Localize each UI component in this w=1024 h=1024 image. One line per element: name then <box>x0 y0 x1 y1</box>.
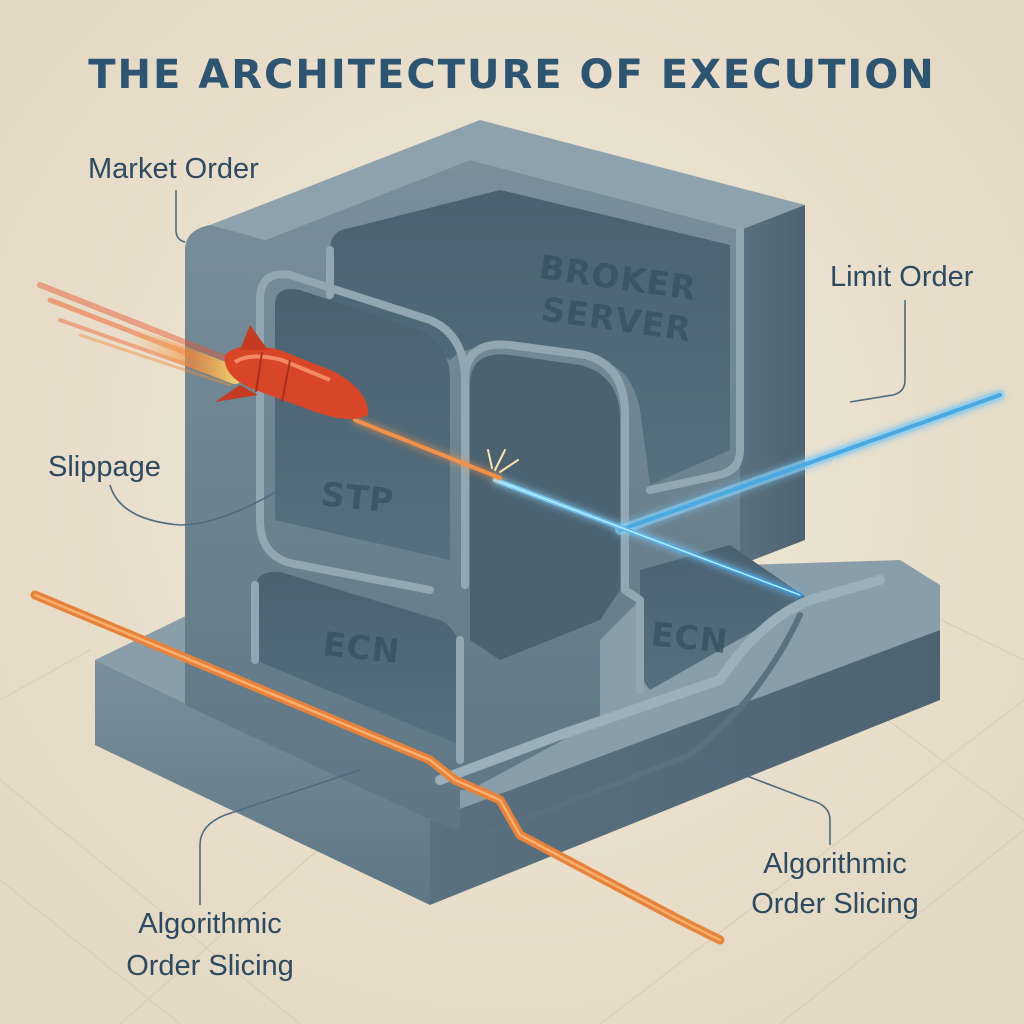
center-cavity <box>470 354 620 660</box>
stp-label: STP <box>319 474 396 520</box>
base-slab-front <box>95 660 430 905</box>
channel-ridges <box>251 226 744 764</box>
market-order-leader <box>175 190 186 243</box>
tower-right-side <box>740 205 805 565</box>
floor-grid <box>0 599 1024 1024</box>
label-algo-left-line1: Algorithmic <box>138 908 281 940</box>
label-slippage: Slippage <box>48 451 161 483</box>
impact-spark <box>487 449 519 473</box>
limit-order-leader <box>849 300 906 403</box>
label-market-order: Market Order <box>88 153 259 185</box>
ecn-left-label: ECN <box>321 624 402 671</box>
page-title: THE ARCHITECTURE OF EXECUTION <box>88 52 936 98</box>
rocket-exhaust <box>37 282 244 387</box>
slippage-leader <box>109 469 311 526</box>
algo-slicing-line <box>30 590 725 945</box>
broker-cavity <box>330 190 730 485</box>
base-slab-right <box>430 630 940 905</box>
base-channel <box>435 575 885 785</box>
label-algo-right-line1: Algorithmic <box>763 848 906 880</box>
execution-structure <box>95 120 940 905</box>
algo-left-leader <box>199 769 361 905</box>
rocket-icon <box>37 282 519 480</box>
limit-order-beam <box>492 390 1005 598</box>
ecn-right-label: ECN <box>649 614 730 661</box>
algo-right-leader <box>704 759 831 845</box>
leader-lines <box>109 190 906 905</box>
label-algo-left-line2: Order Slicing <box>126 950 294 982</box>
base-channel-inner <box>467 612 803 843</box>
ecn-left-cavity <box>255 571 460 745</box>
label-limit-order: Limit Order <box>830 261 974 293</box>
label-algo-right-line2: Order Slicing <box>751 888 919 920</box>
